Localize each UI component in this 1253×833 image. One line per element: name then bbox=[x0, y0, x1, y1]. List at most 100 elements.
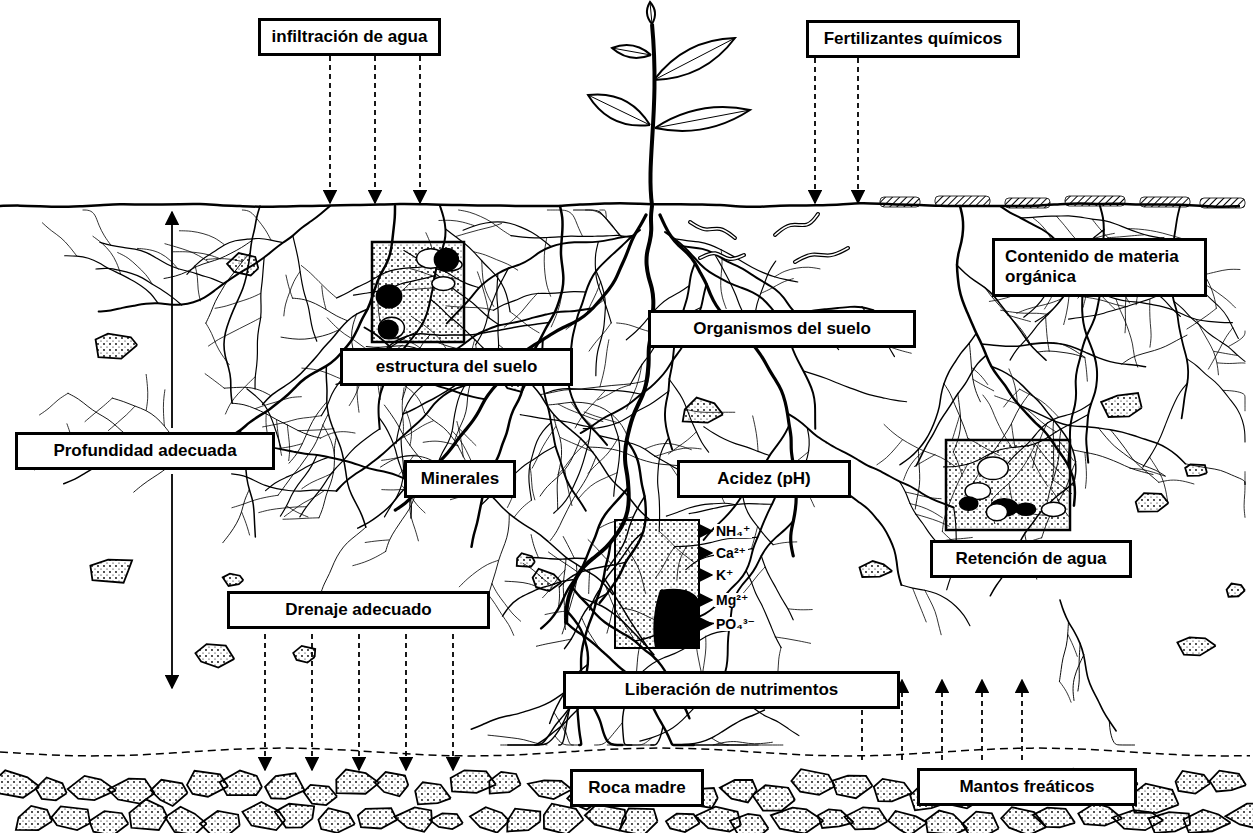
box-label: Drenaje adecuado bbox=[285, 600, 431, 620]
root bbox=[289, 402, 326, 463]
release-arrow bbox=[700, 574, 712, 576]
soil-aggregate bbox=[986, 504, 1007, 521]
ion-label: PO₄³⁻ bbox=[714, 617, 757, 631]
drainage-arrow bbox=[405, 634, 407, 770]
root bbox=[65, 256, 158, 303]
root bbox=[293, 236, 317, 341]
root bbox=[488, 595, 513, 635]
organic-matter bbox=[935, 196, 990, 206]
label-box: Acidez (pH) bbox=[677, 460, 851, 498]
root bbox=[404, 385, 425, 413]
box-label: Liberación de nutrimentos bbox=[625, 680, 838, 700]
root bbox=[1187, 359, 1245, 442]
root bbox=[913, 589, 926, 622]
fertilizer-arrow bbox=[857, 58, 859, 203]
rock bbox=[1130, 784, 1178, 813]
soil-organism bbox=[700, 253, 744, 259]
root bbox=[279, 444, 302, 449]
root bbox=[578, 473, 617, 499]
rock bbox=[832, 776, 872, 799]
ion-label: K⁺ bbox=[714, 568, 736, 582]
label-box: Minerales bbox=[404, 460, 516, 498]
root bbox=[753, 416, 758, 452]
rock bbox=[358, 808, 397, 828]
leaf-vein bbox=[588, 95, 650, 125]
rock bbox=[845, 807, 888, 829]
plant-leaf bbox=[654, 38, 735, 80]
inset-frame bbox=[372, 242, 464, 342]
root bbox=[546, 389, 641, 395]
soil-aggregate bbox=[434, 248, 458, 270]
root bbox=[85, 398, 112, 421]
root bbox=[319, 437, 336, 518]
root bbox=[1029, 342, 1085, 357]
release-arrow bbox=[700, 623, 712, 625]
root bbox=[1059, 622, 1068, 681]
root bbox=[1244, 482, 1246, 518]
release-arrow bbox=[700, 599, 712, 601]
rock bbox=[962, 812, 998, 833]
soil-aggregate bbox=[379, 317, 405, 338]
root bbox=[925, 590, 941, 635]
rock bbox=[220, 771, 262, 796]
rock bbox=[1184, 810, 1231, 833]
root bbox=[1223, 390, 1245, 410]
box-label: Organismos del suelo bbox=[693, 319, 871, 339]
soil-structure-inset bbox=[372, 242, 464, 342]
rock bbox=[683, 398, 723, 423]
root bbox=[586, 210, 619, 235]
root bbox=[321, 432, 355, 438]
root bbox=[284, 490, 324, 516]
label-box: Mantos freáticos bbox=[917, 768, 1137, 806]
root bbox=[83, 210, 111, 246]
release-arrow bbox=[700, 552, 712, 554]
rock bbox=[1227, 584, 1245, 597]
drainage-arrow bbox=[264, 634, 266, 770]
mineral-core bbox=[653, 589, 699, 648]
ion-label: Mg²⁺ bbox=[714, 593, 750, 607]
root bbox=[1143, 383, 1188, 467]
label-box: Fertilizantes químicos bbox=[806, 20, 1020, 58]
rock bbox=[860, 561, 893, 577]
root bbox=[208, 317, 261, 346]
root bbox=[666, 503, 736, 516]
rock bbox=[544, 804, 584, 833]
rock bbox=[165, 807, 206, 833]
root bbox=[474, 252, 518, 270]
rock bbox=[791, 769, 835, 795]
infiltration-arrow bbox=[374, 56, 376, 203]
soil-aggregate bbox=[378, 320, 398, 339]
root bbox=[689, 504, 772, 514]
soil-aggregate bbox=[376, 285, 401, 308]
root bbox=[223, 490, 249, 543]
soil-structure-inset bbox=[946, 440, 1070, 530]
ion-label: Ca²⁺ bbox=[714, 546, 748, 560]
root bbox=[93, 236, 121, 274]
root bbox=[1085, 357, 1088, 381]
root bbox=[761, 556, 793, 620]
depth-arrow bbox=[171, 474, 173, 688]
drainage-arrow bbox=[358, 634, 360, 770]
root bbox=[1197, 320, 1219, 375]
rock bbox=[96, 334, 138, 359]
root bbox=[224, 206, 260, 403]
leaf-vein bbox=[650, 2, 652, 24]
root bbox=[1229, 331, 1245, 346]
plant-leaf bbox=[647, 2, 655, 24]
soil-organism bbox=[775, 214, 818, 235]
rock bbox=[195, 644, 234, 667]
root bbox=[1217, 362, 1245, 364]
root bbox=[1110, 430, 1158, 483]
rock bbox=[89, 811, 128, 833]
root bbox=[565, 470, 572, 505]
root bbox=[42, 223, 76, 256]
organic-matter bbox=[880, 197, 920, 207]
rock bbox=[16, 806, 52, 830]
drainage-arrow bbox=[452, 634, 454, 770]
root bbox=[545, 611, 569, 615]
root bbox=[532, 426, 556, 468]
groundwater-arrow bbox=[941, 680, 943, 760]
rock bbox=[1033, 808, 1075, 828]
rock bbox=[336, 770, 379, 794]
